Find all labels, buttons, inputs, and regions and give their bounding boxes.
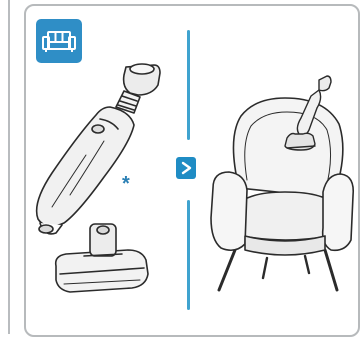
divider-bottom	[187, 200, 190, 310]
mini-brush-accessory	[50, 216, 160, 306]
accessory-marker: *	[122, 174, 130, 194]
play-arrow-icon	[176, 157, 196, 179]
armchair-cleaning-illustration	[205, 68, 355, 303]
divider-top	[187, 30, 190, 140]
previous-panel-edge	[0, 0, 10, 334]
next-step-arrow	[176, 157, 196, 179]
